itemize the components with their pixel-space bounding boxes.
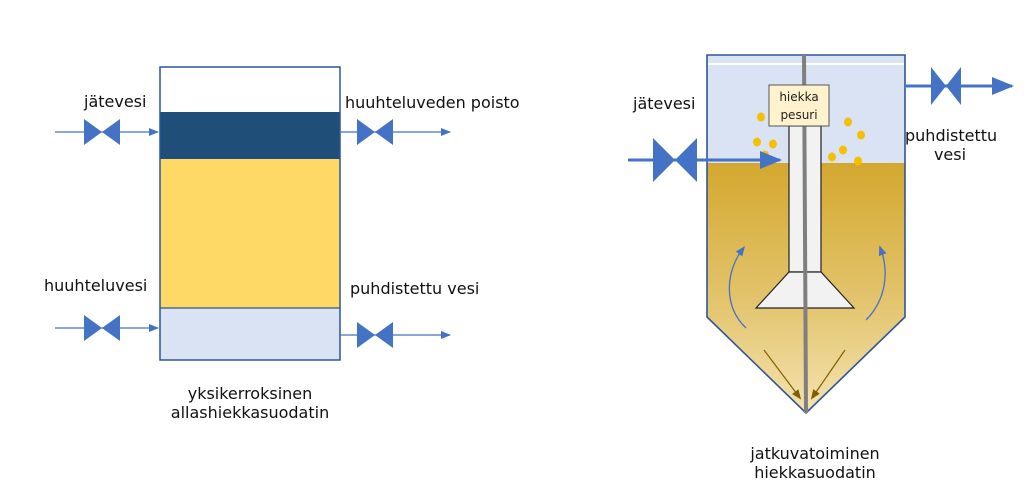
right-outlet-label: puhdistettu vesi xyxy=(905,126,998,164)
valve-icon xyxy=(84,119,120,145)
left-inlet-pipe xyxy=(55,119,159,145)
left-inlet-label: jätevesi xyxy=(84,92,147,111)
right-caption-line2: hiekkasuodatin xyxy=(754,463,876,482)
sand-washer-box xyxy=(768,84,830,127)
washer-line2: pesuri xyxy=(780,108,818,122)
right-outlet-pipe xyxy=(906,67,1014,105)
washer-line1: hiekka xyxy=(779,90,819,104)
right-inlet-label: jätevesi xyxy=(633,94,696,113)
left-filter-tank xyxy=(159,66,341,361)
left-tank-dark-layer xyxy=(160,112,340,159)
right-tank-outline xyxy=(706,54,906,415)
sand-washer-label: hiekka pesuri xyxy=(769,88,829,124)
right-outlet-line2: vesi xyxy=(933,145,967,164)
right-caption-line1: jatkuvatoiminen xyxy=(750,444,880,463)
valve-icon xyxy=(931,67,961,105)
left-tank-sand-layer xyxy=(160,159,340,308)
valve-icon xyxy=(84,315,120,341)
left-caption-line2: allashiekkasuodatin xyxy=(170,403,330,422)
left-filter-caption: yksikerroksinen allashiekkasuodatin xyxy=(150,384,350,422)
circulation-arrows xyxy=(728,245,887,329)
left-tank-top-space xyxy=(160,67,340,112)
left-tank-outline xyxy=(159,66,341,361)
left-clean-out-label: puhdistettu vesi xyxy=(350,279,480,298)
valve-icon xyxy=(357,322,393,348)
left-tank-water-layer xyxy=(160,308,340,360)
left-caption-line1: yksikerroksinen xyxy=(187,384,313,403)
right-filter-caption: jatkuvatoiminen hiekkasuodatin xyxy=(700,444,930,482)
valve-icon xyxy=(653,138,697,182)
left-clean-out-pipe xyxy=(340,322,451,348)
valve-icon xyxy=(357,119,393,145)
right-inlet-pipe xyxy=(628,138,782,182)
left-backwash-out-label: huuhteluveden poisto xyxy=(345,93,520,112)
settling-arrows xyxy=(763,349,846,400)
right-outlet-line1: puhdistettu xyxy=(905,126,998,145)
left-backwash-out-pipe xyxy=(340,119,451,145)
left-backwash-in-label: huuhteluvesi xyxy=(44,276,148,295)
left-backwash-in-pipe xyxy=(55,315,159,341)
